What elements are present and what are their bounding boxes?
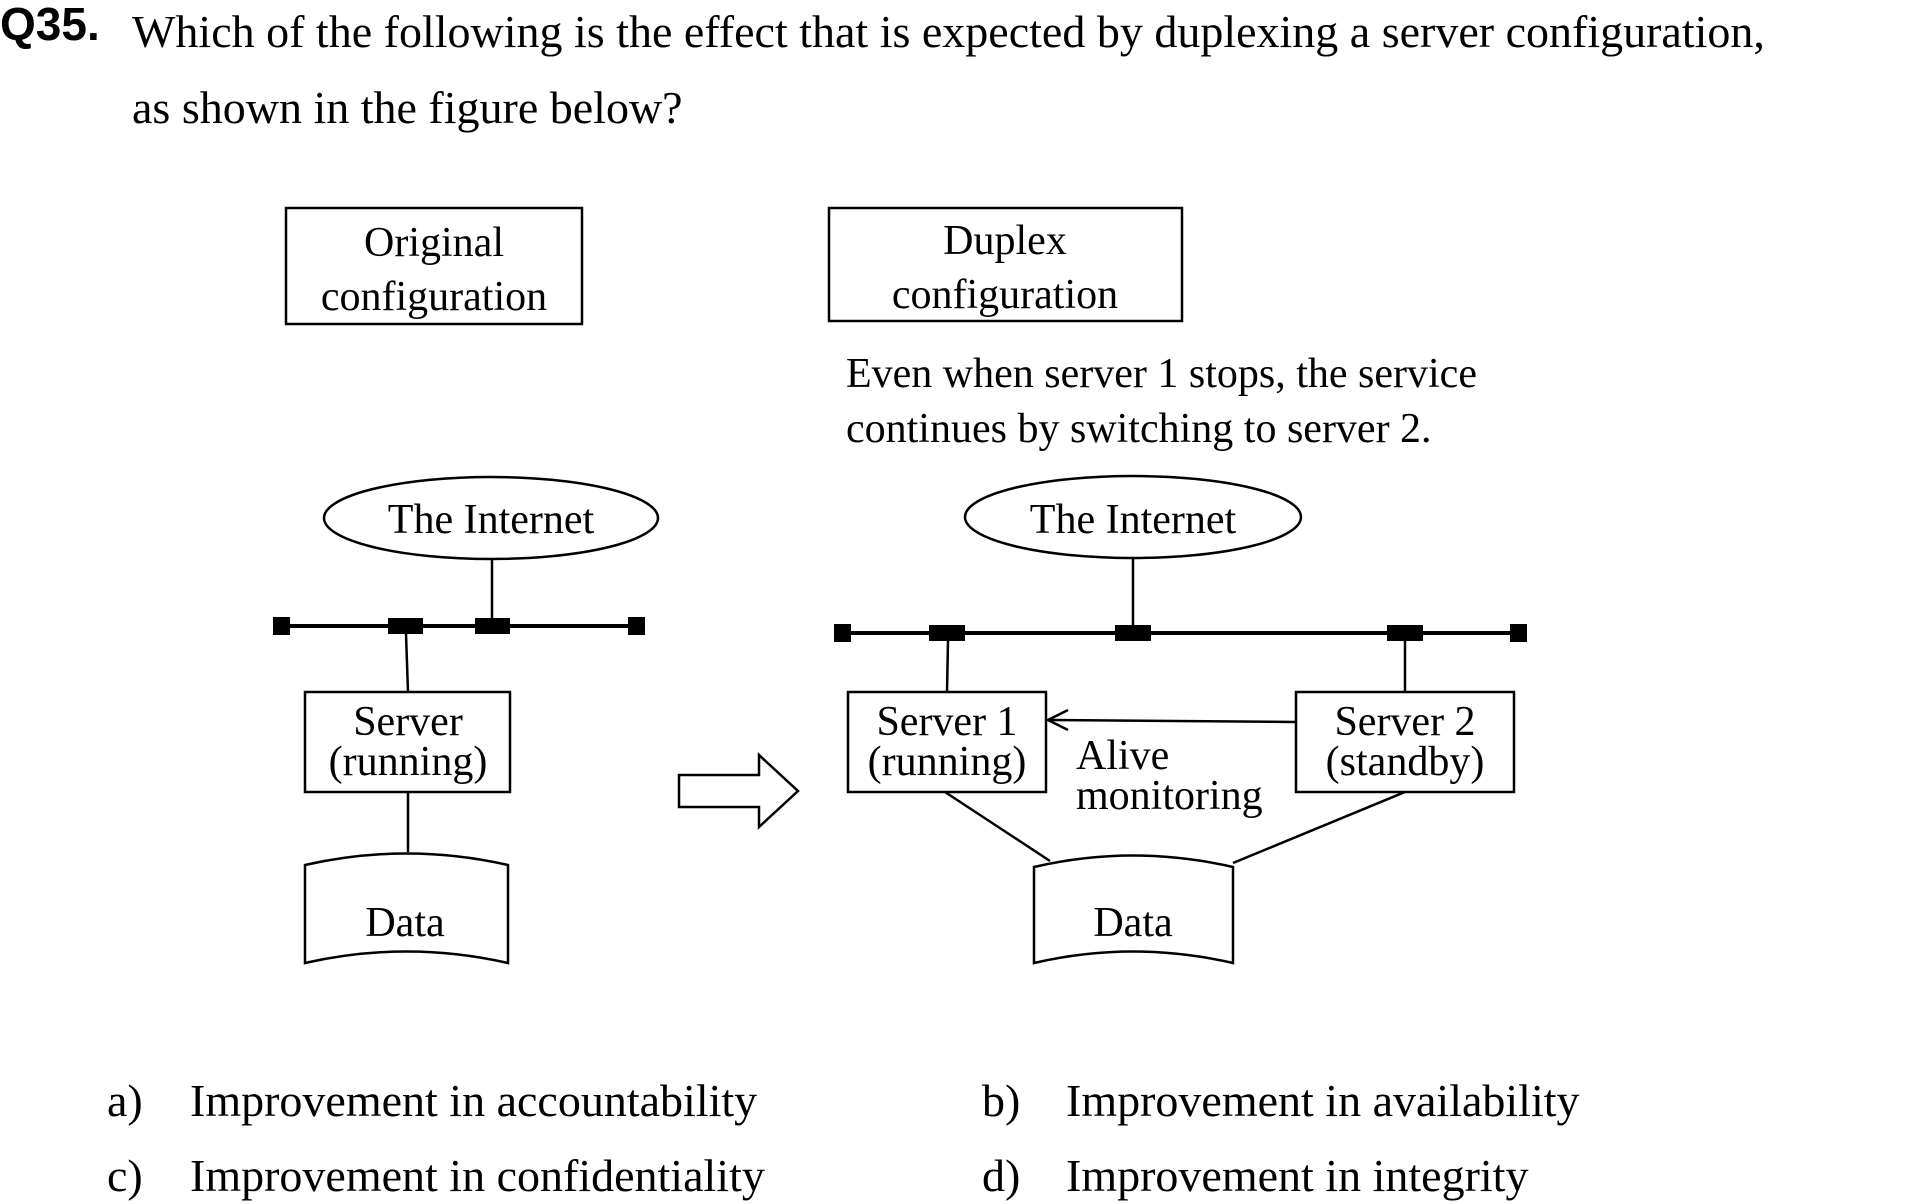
duplex-internet-label: The Internet xyxy=(1030,497,1237,543)
duplex-bus-terminator-left xyxy=(834,624,851,642)
alive-monitoring-arrowhead xyxy=(1045,708,1069,732)
duplex-data-label: Data xyxy=(1093,900,1173,946)
original-server-link xyxy=(404,633,410,693)
original-internet-label: The Internet xyxy=(388,497,595,543)
duplex-server1-line1: Server 1 xyxy=(876,699,1017,745)
duplex-server1-data-link xyxy=(944,790,1051,863)
choice-a-text[interactable]: Improvement in accountability xyxy=(190,1075,758,1126)
question-text: Which of the following is the effect tha… xyxy=(132,6,1765,133)
choice-c-letter: c) xyxy=(107,1150,143,1201)
duplex-title-line2: configuration xyxy=(892,272,1118,318)
original-bus-terminator-left xyxy=(273,617,290,635)
duplex-note-line2: continues by switching to server 2. xyxy=(846,406,1432,452)
original-title-line1: Original xyxy=(364,220,504,266)
choice-d-letter: d) xyxy=(982,1150,1021,1201)
choice-c-text[interactable]: Improvement in confidentiality xyxy=(190,1150,765,1201)
original-configuration: Original configuration The Internet Serv… xyxy=(273,206,660,965)
choice-b-text[interactable]: Improvement in availability xyxy=(1066,1075,1580,1126)
duplex-title-line1: Duplex xyxy=(943,218,1067,264)
alive-monitoring-line1: Alive xyxy=(1076,733,1169,779)
duplex-server1-line2: (running) xyxy=(868,739,1027,785)
duplex-bus-node-server1 xyxy=(929,625,965,641)
original-data-cylinder xyxy=(303,852,510,965)
original-server-line1: Server xyxy=(353,699,463,745)
duplex-title-box xyxy=(827,206,1184,323)
original-data-label: Data xyxy=(365,900,445,946)
duplex-note-line1: Even when server 1 stops, the service xyxy=(846,351,1477,397)
duplex-server2-data-link xyxy=(1232,790,1406,865)
original-bus-node-internet xyxy=(475,618,510,634)
duplex-bus-node-internet xyxy=(1115,625,1151,641)
alive-monitoring-arrow xyxy=(1049,718,1297,724)
duplex-bus-terminator-right xyxy=(1510,624,1527,642)
duplex-configuration: Duplex configuration Even when server 1 … xyxy=(827,206,1527,965)
duplex-data-cylinder xyxy=(1032,854,1235,965)
duplex-server2-line2: (standby) xyxy=(1326,739,1485,785)
original-title-box xyxy=(284,206,584,326)
original-server-line2: (running) xyxy=(329,739,488,785)
duplex-server2-line1: Server 2 xyxy=(1334,699,1475,745)
duplex-bus-node-server2 xyxy=(1387,625,1423,641)
choice-d-text[interactable]: Improvement in integrity xyxy=(1066,1150,1529,1201)
original-bus-terminator-right xyxy=(628,617,645,635)
transition-arrow xyxy=(677,752,800,830)
original-bus-node-server xyxy=(388,618,423,634)
question-number: Q35. xyxy=(0,0,100,50)
original-title-line2: configuration xyxy=(321,274,547,320)
duplex-server1-link xyxy=(945,640,950,693)
choice-a-letter: a) xyxy=(107,1075,143,1126)
alive-monitoring-line2: monitoring xyxy=(1076,773,1263,819)
choice-b-letter: b) xyxy=(982,1075,1021,1126)
